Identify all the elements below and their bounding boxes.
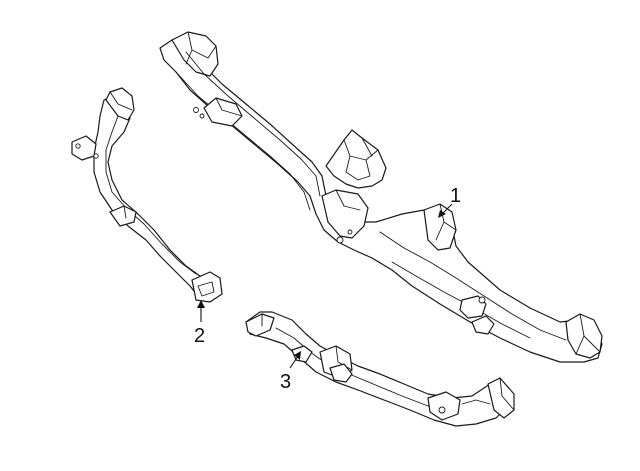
part-1-main-duct[interactable] <box>159 31 603 363</box>
callout-3-leader <box>289 355 299 369</box>
callout-1-leader <box>441 203 453 215</box>
callout-1: 1 <box>438 185 461 218</box>
part-2-side-duct[interactable] <box>71 87 223 303</box>
callout-2-label: 2 <box>194 325 205 347</box>
callout-2-arrow <box>197 300 205 308</box>
callout-2: 2 <box>194 300 205 347</box>
callout-1-arrow <box>438 210 446 218</box>
callout-1-label: 1 <box>450 185 461 207</box>
callout-3: 3 <box>280 351 301 393</box>
callout-3-arrow <box>294 351 301 360</box>
part-3-lower-duct[interactable] <box>245 311 515 427</box>
callout-3-label: 3 <box>280 371 291 393</box>
